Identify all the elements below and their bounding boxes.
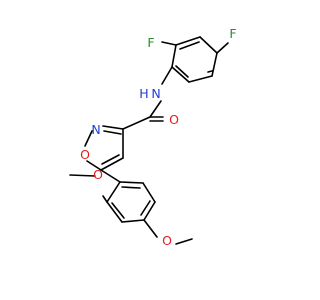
bond [188, 75, 213, 83]
fluorine-label: F [229, 26, 236, 41]
bond [175, 36, 201, 46]
amide-hydrogen-label: H [139, 86, 148, 101]
bond [121, 219, 145, 223]
amide-nitrogen-label: N [151, 86, 160, 101]
methoxy-oxygen-label: O [162, 233, 172, 248]
bond [207, 70, 213, 73]
bond [84, 130, 93, 147]
bond [111, 202, 125, 219]
bond [161, 41, 177, 46]
bond-layer [69, 36, 229, 245]
bond [69, 174, 96, 177]
bond [143, 219, 158, 238]
bond [175, 65, 189, 78]
carbonyl-oxygen-label: O [169, 112, 179, 127]
bond [171, 66, 190, 83]
bond [106, 201, 123, 223]
bond [140, 200, 151, 216]
bond [106, 181, 121, 203]
bond [179, 41, 200, 50]
bond [143, 201, 156, 221]
bond [199, 36, 218, 54]
bond [101, 154, 120, 165]
bond [161, 66, 173, 85]
fluorine-label: F [147, 35, 154, 50]
bond [100, 157, 124, 171]
bond [175, 238, 193, 245]
bond [100, 169, 121, 183]
bond [102, 195, 108, 203]
bond [121, 186, 141, 189]
bond [149, 100, 162, 118]
bond [142, 182, 156, 203]
bond [122, 116, 151, 130]
bond [102, 125, 124, 130]
bond [86, 160, 102, 171]
ring-nitrogen-label: N [91, 122, 100, 137]
bond [119, 181, 144, 184]
bond [171, 44, 177, 68]
bond [211, 52, 218, 77]
molecule-structure: F F N H O N O O O [69, 26, 237, 248]
bond [103, 130, 122, 135]
bond [216, 42, 229, 54]
ring-oxygen-label: O [80, 147, 90, 162]
atom-label-layer: F F N H O N O O O [80, 26, 237, 248]
methoxy-oxygen-label: O [93, 167, 103, 182]
